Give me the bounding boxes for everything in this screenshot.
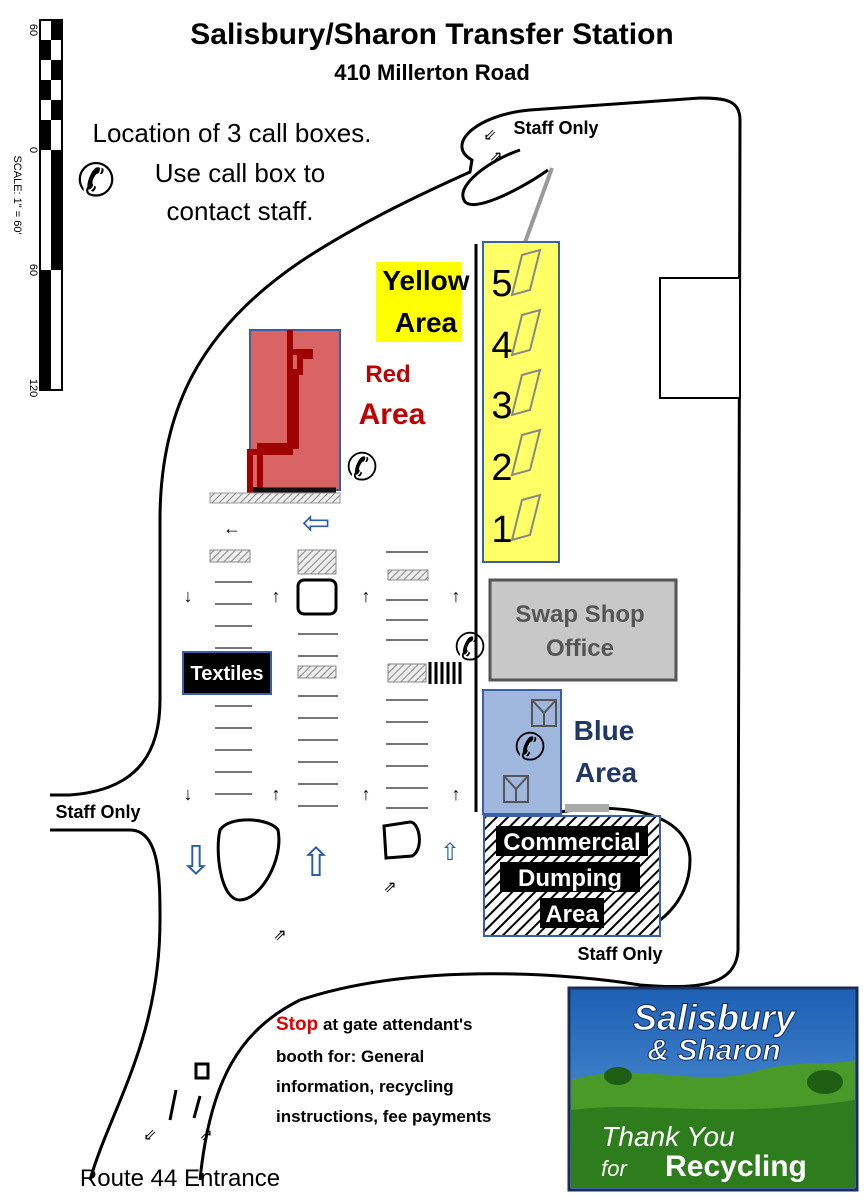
stop-note-line2: booth for: General <box>276 1047 424 1066</box>
yellow-label-bg <box>376 262 462 342</box>
arrow-up-icon: ↑ <box>362 586 371 606</box>
arrow-up-icon: ↑ <box>452 784 461 804</box>
staff-only-bottom: Staff Only <box>577 944 662 964</box>
arrow-up-icon: ↑ <box>272 784 281 804</box>
arrow-southwest-icon: ⇙ <box>483 127 496 144</box>
large-arrow-down-icon: ⇩ <box>179 839 213 883</box>
arrow-northeast-icon-3: ⇗ <box>489 149 502 166</box>
staff-only-top: Staff Only <box>513 118 598 138</box>
scale-tick-0: 0 <box>27 147 39 153</box>
stop-note-line1-rest: at gate attendant's <box>318 1015 472 1034</box>
swap-shop-label-line2: Office <box>546 635 614 662</box>
small-arrow-up-icon: ⇧ <box>440 839 460 866</box>
bay-2: 2 <box>491 447 512 489</box>
scale-label: SCALE: 1" = 60' <box>11 155 23 234</box>
phone-icon-red: ✆ <box>346 447 378 489</box>
blue-area <box>482 689 562 815</box>
stop-note-line4: instructions, fee payments <box>276 1107 491 1126</box>
scale-tick-60-top: 60 <box>27 24 39 36</box>
arrow-northeast-icon-4: ⇗ <box>199 1127 212 1144</box>
logo-line1: Salisbury <box>633 997 797 1038</box>
commercial-label-line2: Dumping <box>518 865 622 892</box>
side-building <box>659 277 741 399</box>
recycling-logo: Salisbury & Sharon Thank You for Recycli… <box>567 986 859 1192</box>
scale-tick-60: 60 <box>27 264 39 276</box>
logo-line3: Thank You <box>601 1121 735 1152</box>
logo-line5: Recycling <box>665 1150 807 1183</box>
callbox-note-line1: Location of 3 call boxes. <box>93 118 372 148</box>
traffic-arrows: ↓ ↑ ↑ ↑ ↓ ↑ ↑ ↑ ← <box>184 518 461 804</box>
arrow-northeast-icon: ⇗ <box>273 927 286 944</box>
commercial-label-line1: Commercial <box>503 829 640 856</box>
blue-area-ramp <box>565 804 609 812</box>
red-area <box>247 329 341 493</box>
arrow-up-icon: ↑ <box>272 586 281 606</box>
textiles-label: Textiles <box>191 663 264 685</box>
phone-icon-blue: ✆ <box>514 727 546 769</box>
callbox-note-line2: Use call box to <box>155 158 326 188</box>
red-area-label-line2: Area <box>359 398 426 431</box>
traffic-islands <box>216 578 421 902</box>
bay-5: 5 <box>491 263 512 305</box>
commercial-label-line3: Area <box>545 901 599 928</box>
red-area-label-line1: Red <box>365 361 410 388</box>
map-subtitle: 410 Millerton Road <box>334 60 530 85</box>
bay-1: 1 <box>491 509 512 551</box>
yellow-area-label-line1: Yellow <box>382 265 469 296</box>
callbox-note-line3: contact staff. <box>167 196 314 226</box>
map-title: Salisbury/Sharon Transfer Station <box>190 18 673 51</box>
stop-word: Stop <box>276 1014 318 1035</box>
staff-only-left: Staff Only <box>55 802 140 822</box>
arrow-down-icon: ↓ <box>184 586 193 606</box>
gate-booth <box>168 1062 210 1121</box>
scale-tick-120: 120 <box>27 379 39 397</box>
phone-icon-legend: ✆ <box>77 154 116 206</box>
blue-area-label-line1: Blue <box>574 715 635 746</box>
large-arrow-up-icon: ⇧ <box>299 841 333 885</box>
arrow-up-icon: ↑ <box>362 784 371 804</box>
arrow-down-icon: ↓ <box>184 784 193 804</box>
arrow-southwest-icon-2: ⇙ <box>143 1127 156 1144</box>
blue-area-label-line2: Area <box>575 757 638 788</box>
gray-bins <box>209 549 429 683</box>
yellow-area <box>482 241 560 563</box>
yellow-area-label-line2: Area <box>395 307 458 338</box>
logo-line2: & Sharon <box>647 1034 780 1067</box>
stop-note-line1: Stop at gate attendant's <box>276 1014 472 1035</box>
red-area-ramp <box>209 492 341 504</box>
arrow-left-icon: ← <box>223 518 241 538</box>
large-arrow-left-icon: ⇦ <box>302 504 331 542</box>
stop-note-line3: information, recycling <box>276 1077 454 1096</box>
entrance-label: Route 44 Entrance <box>80 1165 280 1192</box>
arrow-northeast-icon-2: ⇗ <box>383 879 396 896</box>
logo-line4: for <box>601 1156 628 1181</box>
scale-bar: 60 0 60 120 SCALE: 1" = 60' <box>11 19 63 397</box>
bay-3: 3 <box>491 385 512 427</box>
swap-shop-label-line1: Swap Shop <box>515 601 644 628</box>
striped-crossing <box>428 662 462 684</box>
textiles-bin <box>182 651 272 695</box>
bay-4: 4 <box>491 325 512 367</box>
parking-lanes <box>215 551 428 809</box>
arrow-up-icon: ↑ <box>452 586 461 606</box>
site-outline <box>50 96 742 1181</box>
swap-shop-office <box>488 578 678 682</box>
